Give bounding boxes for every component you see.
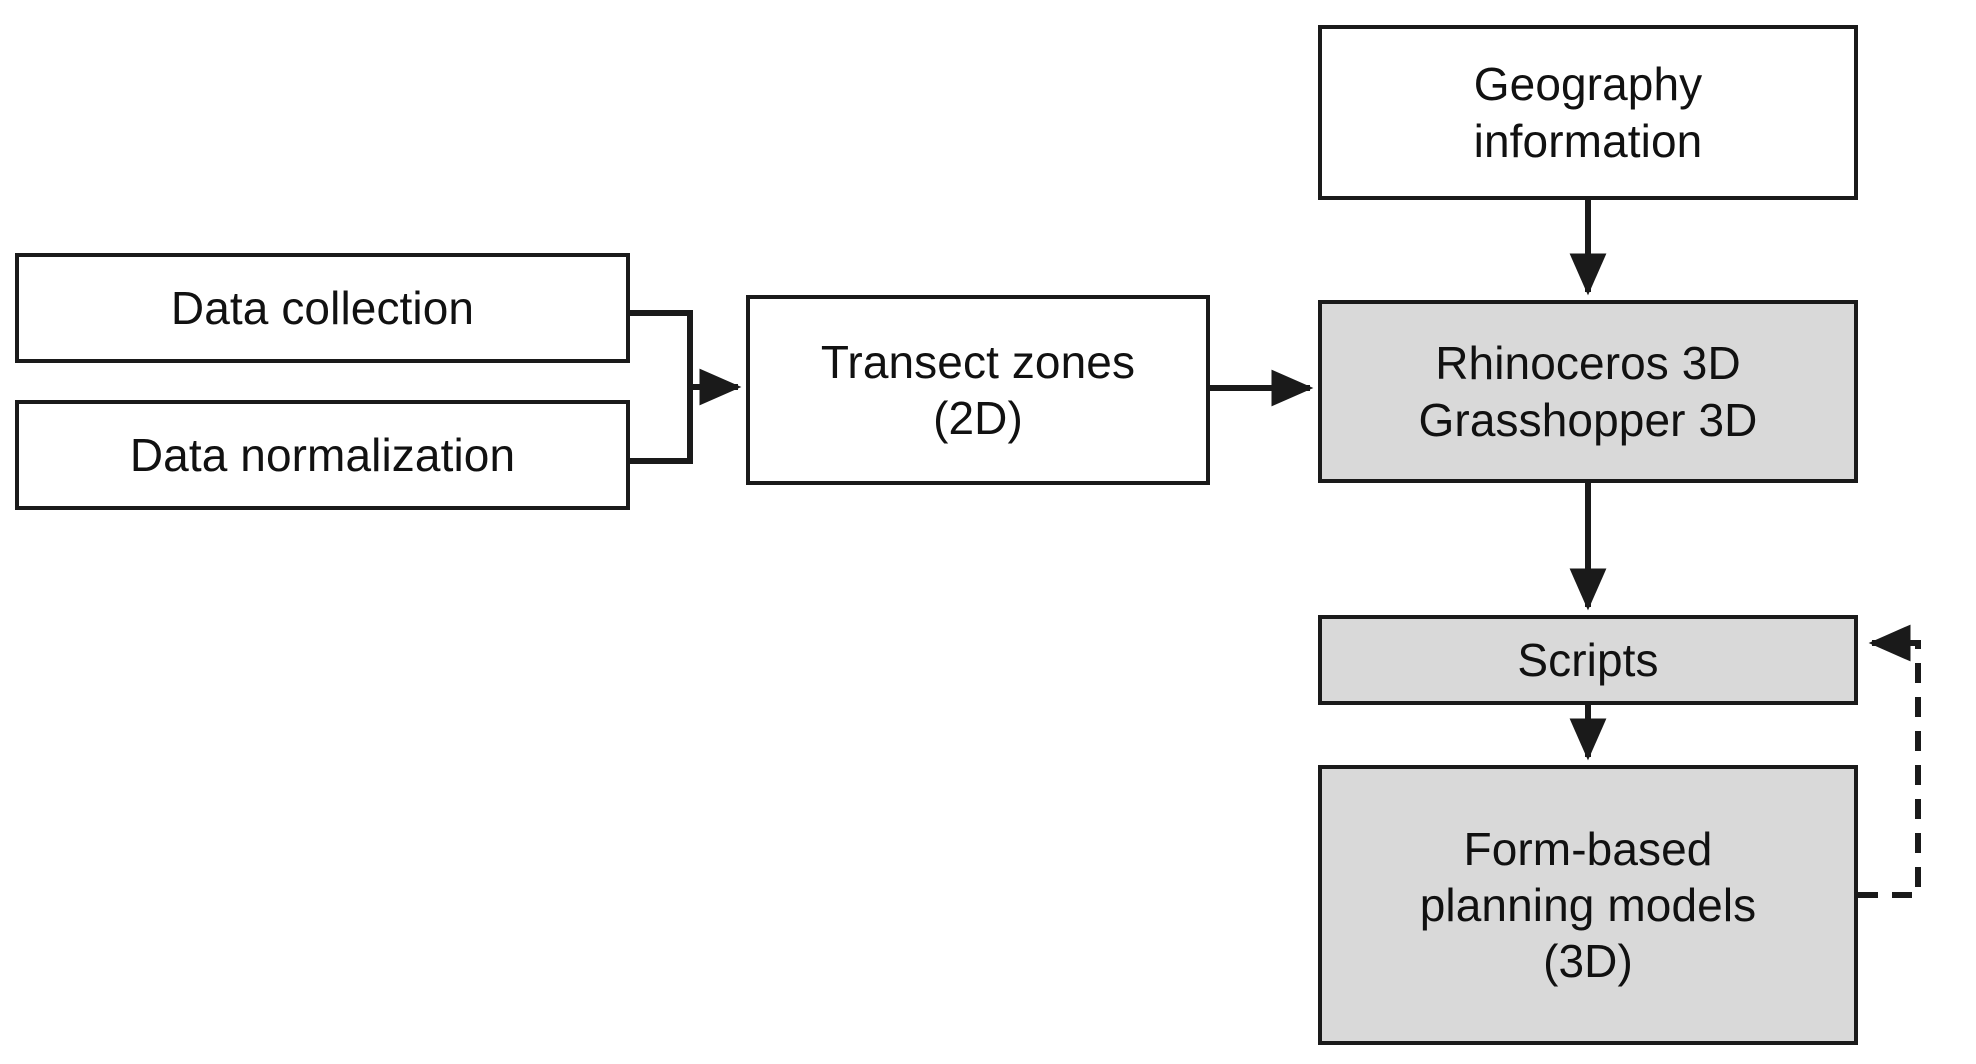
node-label-data-collection: Data collection	[170, 281, 475, 334]
edge-collection-to-transect	[630, 310, 742, 406]
node-label-geography-information: Geography information	[1473, 58, 1703, 167]
node-form-based-planning-models[interactable]: Form-based planning models (3D)	[1318, 765, 1858, 1045]
node-data-collection[interactable]: Data collection	[15, 253, 630, 363]
node-label-rhinoceros-grasshopper: Rhinoceros 3D Grasshopper 3D	[1418, 337, 1758, 446]
node-data-normalization[interactable]: Data normalization	[15, 400, 630, 510]
node-label-form-based-planning-models: Form-based planning models (3D)	[1419, 822, 1757, 988]
node-label-transect-zones: Transect zones (2D)	[820, 335, 1136, 444]
node-label-data-normalization: Data normalization	[129, 428, 516, 481]
node-scripts[interactable]: Scripts	[1318, 615, 1858, 705]
edge-normalization-to-transect	[630, 387, 693, 464]
node-label-scripts: Scripts	[1517, 633, 1659, 686]
node-rhinoceros-grasshopper[interactable]: Rhinoceros 3D Grasshopper 3D	[1318, 300, 1858, 483]
node-geography-information[interactable]: Geography information	[1318, 25, 1858, 200]
edge-form-based-feedback-to-scripts	[1858, 624, 1921, 898]
node-transect-zones[interactable]: Transect zones (2D)	[746, 295, 1210, 485]
